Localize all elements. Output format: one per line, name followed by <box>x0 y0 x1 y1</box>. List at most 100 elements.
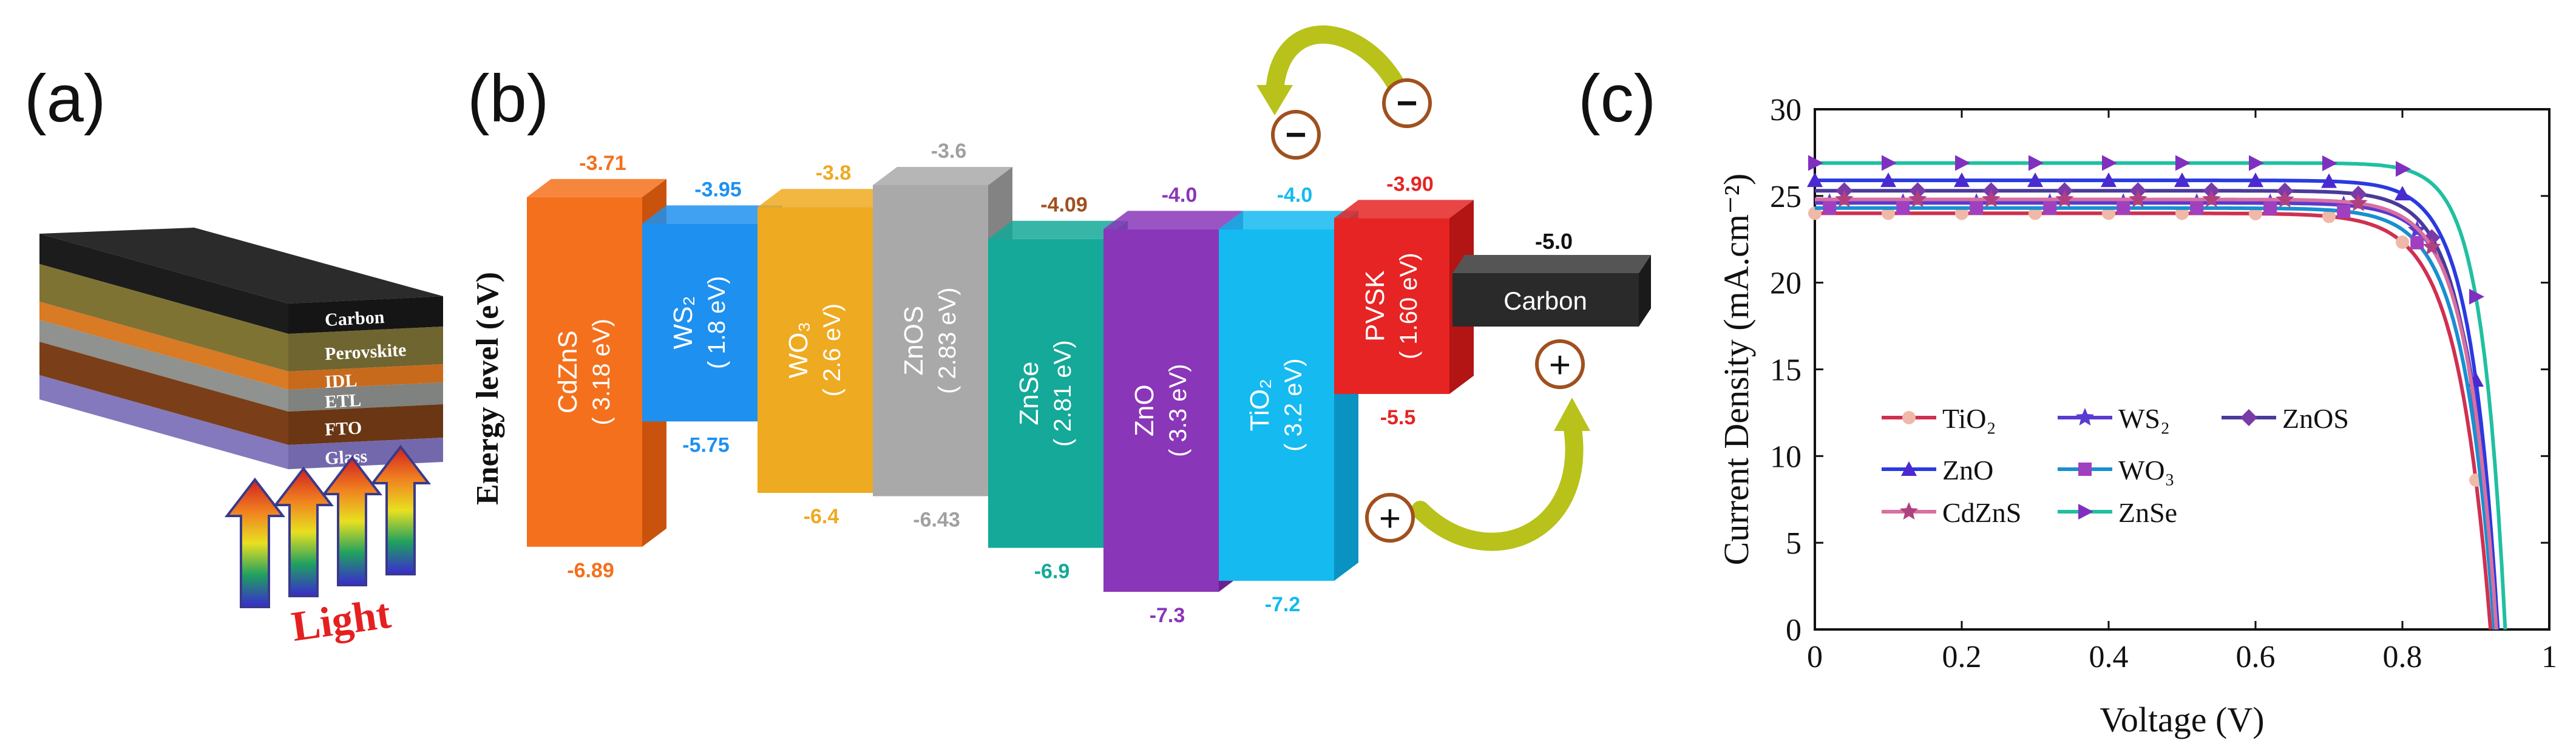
layer-side-face <box>288 364 443 390</box>
series-marker <box>2075 408 2095 426</box>
panel-c-label: (c) <box>1578 61 1656 136</box>
series-marker <box>2027 172 2043 188</box>
band-top-value: -3.8 <box>816 161 852 185</box>
electron-transfer-arrow <box>1256 25 1411 115</box>
series-marker <box>1954 172 1970 188</box>
light-arrow <box>273 466 334 597</box>
band-front <box>1219 229 1334 581</box>
layer-side-face <box>288 404 443 445</box>
carbon-top-face <box>39 228 443 303</box>
band-name: WO₃ <box>784 322 813 379</box>
series-marker <box>2248 172 2263 188</box>
y-tick-label: 5 <box>1786 526 1802 561</box>
band-gap: ( 1.60 eV) <box>1395 253 1422 359</box>
series-marker <box>2117 201 2130 215</box>
series-line <box>1815 189 2496 630</box>
series-marker <box>2202 189 2221 208</box>
panel-a-label: (a) <box>24 61 106 136</box>
layer-side-face <box>288 382 443 412</box>
layer-front-face <box>39 342 288 445</box>
hole-sign-left: + <box>1365 493 1415 543</box>
band-bottom-value: -5.5 <box>1380 406 1416 429</box>
layer-label: Carbon <box>324 307 385 330</box>
layer-front-face <box>39 375 288 469</box>
y-tick-label: 0 <box>1786 613 1802 648</box>
band-gap: ( 2.81 eV) <box>1049 340 1076 447</box>
series-marker <box>2174 172 2190 188</box>
series <box>1815 189 2498 630</box>
band-name: TiO₂ <box>1245 379 1275 431</box>
layer-front-face <box>39 302 288 390</box>
band-front <box>527 197 642 547</box>
layer-front-face <box>39 320 288 412</box>
band-top-value: -3.90 <box>1386 172 1434 195</box>
series-marker <box>1955 155 1970 171</box>
series-marker <box>1902 411 1916 424</box>
y-tick-label: 30 <box>1770 93 1802 127</box>
series-marker <box>2129 189 2147 208</box>
band-gap: ( 2.6 eV) <box>819 303 846 396</box>
band-bottom-value: -5.75 <box>682 433 730 456</box>
legend-label: ZnOS <box>2282 403 2349 434</box>
series-marker <box>2175 206 2189 220</box>
band-bottom-value: -6.89 <box>567 559 614 582</box>
electron-sign-right: − <box>1382 78 1432 128</box>
band-gap: ( 3.2 eV) <box>1280 358 1307 451</box>
series-marker <box>2263 202 2277 215</box>
x-tick-label: 0.6 <box>2236 640 2276 674</box>
legend-label: TiO₂ <box>1942 403 1996 434</box>
electron-sign-left: − <box>1271 110 1321 160</box>
legend-label: CdZnS <box>1942 497 2021 528</box>
series <box>1815 201 2496 630</box>
series-marker <box>2349 193 2368 211</box>
series-marker <box>2043 201 2057 215</box>
legend-item: WO₃ <box>2058 455 2175 486</box>
band-bottom-value: -7.3 <box>1150 604 1185 627</box>
band-top <box>1103 211 1243 229</box>
series-marker <box>2055 189 2074 208</box>
series-marker <box>1970 201 1984 215</box>
carbon-level: -5.0 <box>1535 229 1573 254</box>
band-bottom-value: -6.43 <box>913 508 960 531</box>
light-arrow <box>224 477 286 608</box>
legend-item: ZnSe <box>2058 497 2177 528</box>
x-axis-label: Voltage (V) <box>2100 700 2264 739</box>
legend-label: WO₃ <box>2118 455 2175 486</box>
x-tick-label: 0.2 <box>1942 640 1982 674</box>
band-name: ZnO <box>1130 384 1159 436</box>
series <box>1808 206 2493 630</box>
series-line <box>1815 206 2496 630</box>
series-marker <box>2322 155 2337 171</box>
series-line <box>1815 161 2507 630</box>
band-gap: ( 3.18 eV) <box>588 319 615 426</box>
plot-frame <box>1814 108 2551 631</box>
band-top <box>873 167 1012 185</box>
series-marker <box>2029 206 2042 220</box>
energy-axis-label: Energy level (eV) <box>470 272 505 505</box>
series-marker <box>2322 209 2336 223</box>
band-top-value: -3.95 <box>694 178 742 201</box>
series-marker <box>1899 502 1919 520</box>
layer-label: Perovskite <box>324 340 407 364</box>
x-tick-label: 0 <box>1807 640 1823 674</box>
series-marker <box>1808 206 1822 220</box>
band-top-value: -3.71 <box>579 152 626 175</box>
series-marker <box>2078 504 2093 520</box>
series-marker <box>2240 409 2257 426</box>
band-bottom-value: -6.9 <box>1034 560 1070 583</box>
series-marker <box>2101 172 2117 188</box>
series-marker <box>2422 237 2441 255</box>
series-marker <box>2175 155 2191 171</box>
series-marker <box>2249 206 2262 220</box>
series-marker <box>1982 189 2001 208</box>
light-arrow <box>370 444 432 575</box>
series-marker <box>2029 155 2044 171</box>
legend-label: ZnO <box>1942 455 1993 486</box>
band-front <box>758 207 873 493</box>
series <box>1807 172 2500 630</box>
series-marker <box>1807 172 1823 188</box>
y-tick-label: 10 <box>1770 439 1802 474</box>
band-top-value: -4.0 <box>1162 183 1198 206</box>
